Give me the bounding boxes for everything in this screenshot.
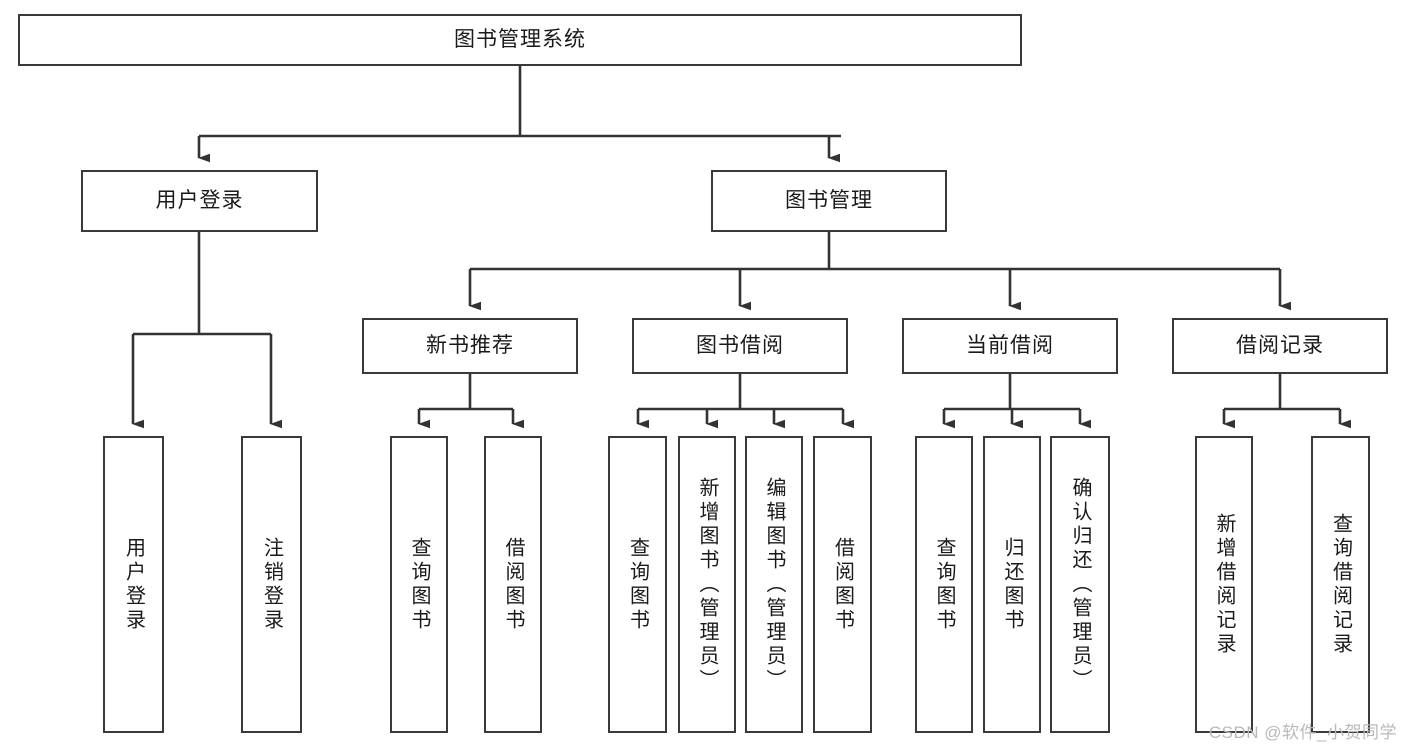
leaf-recommend-query-book[interactable]: 查询图书 [390,436,448,733]
node-label: 新增图书（管理员） [696,476,718,693]
leaf-record-query-borrow-record[interactable]: 查询借阅记录 [1311,436,1370,733]
node-label: 查询图书 [933,536,955,633]
leaf-borrow-edit-book-admin[interactable]: 编辑图书（管理员） [745,436,803,733]
node-label: 查询图书 [626,536,649,633]
node-user-login[interactable]: 用户登录 [81,170,318,232]
node-label: 编辑图书（管理员） [763,476,785,693]
node-label: 图书管理 [785,189,873,213]
node-label: 用户登录 [155,189,244,213]
leaf-borrow-add-book-admin[interactable]: 新增图书（管理员） [678,436,736,733]
node-label: 图书借阅 [696,334,784,358]
leaf-user-login-logout[interactable]: 注销登录 [241,436,302,733]
leaf-record-add-borrow-record[interactable]: 新增借阅记录 [1195,436,1253,733]
leaf-user-login-login[interactable]: 用户登录 [103,436,164,733]
node-label: 确认归还（管理员） [1069,476,1091,693]
leaf-borrow-query-book[interactable]: 查询图书 [608,436,667,733]
node-borrow-record[interactable]: 借阅记录 [1172,318,1388,374]
leaf-recommend-borrow-book[interactable]: 借阅图书 [484,436,542,733]
node-label: 查询图书 [408,536,430,633]
node-label: 新增借阅记录 [1213,512,1235,657]
leaf-borrow-borrow-book[interactable]: 借阅图书 [813,436,872,733]
node-label: 当前借阅 [966,334,1054,358]
node-label: 借阅记录 [1236,334,1324,358]
node-label: 借阅图书 [502,536,524,633]
node-root-library-system[interactable]: 图书管理系统 [18,14,1022,66]
node-book-management[interactable]: 图书管理 [711,170,947,232]
node-label: 查询借阅记录 [1329,512,1352,657]
node-label: 借阅图书 [831,536,854,633]
node-label: 归还图书 [1001,536,1023,633]
node-label: 用户登录 [122,536,145,633]
leaf-current-return-book[interactable]: 归还图书 [983,436,1041,733]
node-current-borrow[interactable]: 当前借阅 [902,318,1118,374]
watermark: CSDN @软件_小贺同学 [1208,723,1397,742]
node-label: 图书管理系统 [454,28,586,52]
node-new-book-recommend[interactable]: 新书推荐 [362,318,578,374]
leaf-current-confirm-return-admin[interactable]: 确认归还（管理员） [1050,436,1110,733]
node-label: 新书推荐 [426,334,514,358]
node-label: 注销登录 [260,536,283,633]
leaf-current-query-book[interactable]: 查询图书 [915,436,973,733]
node-book-borrow[interactable]: 图书借阅 [632,318,848,374]
